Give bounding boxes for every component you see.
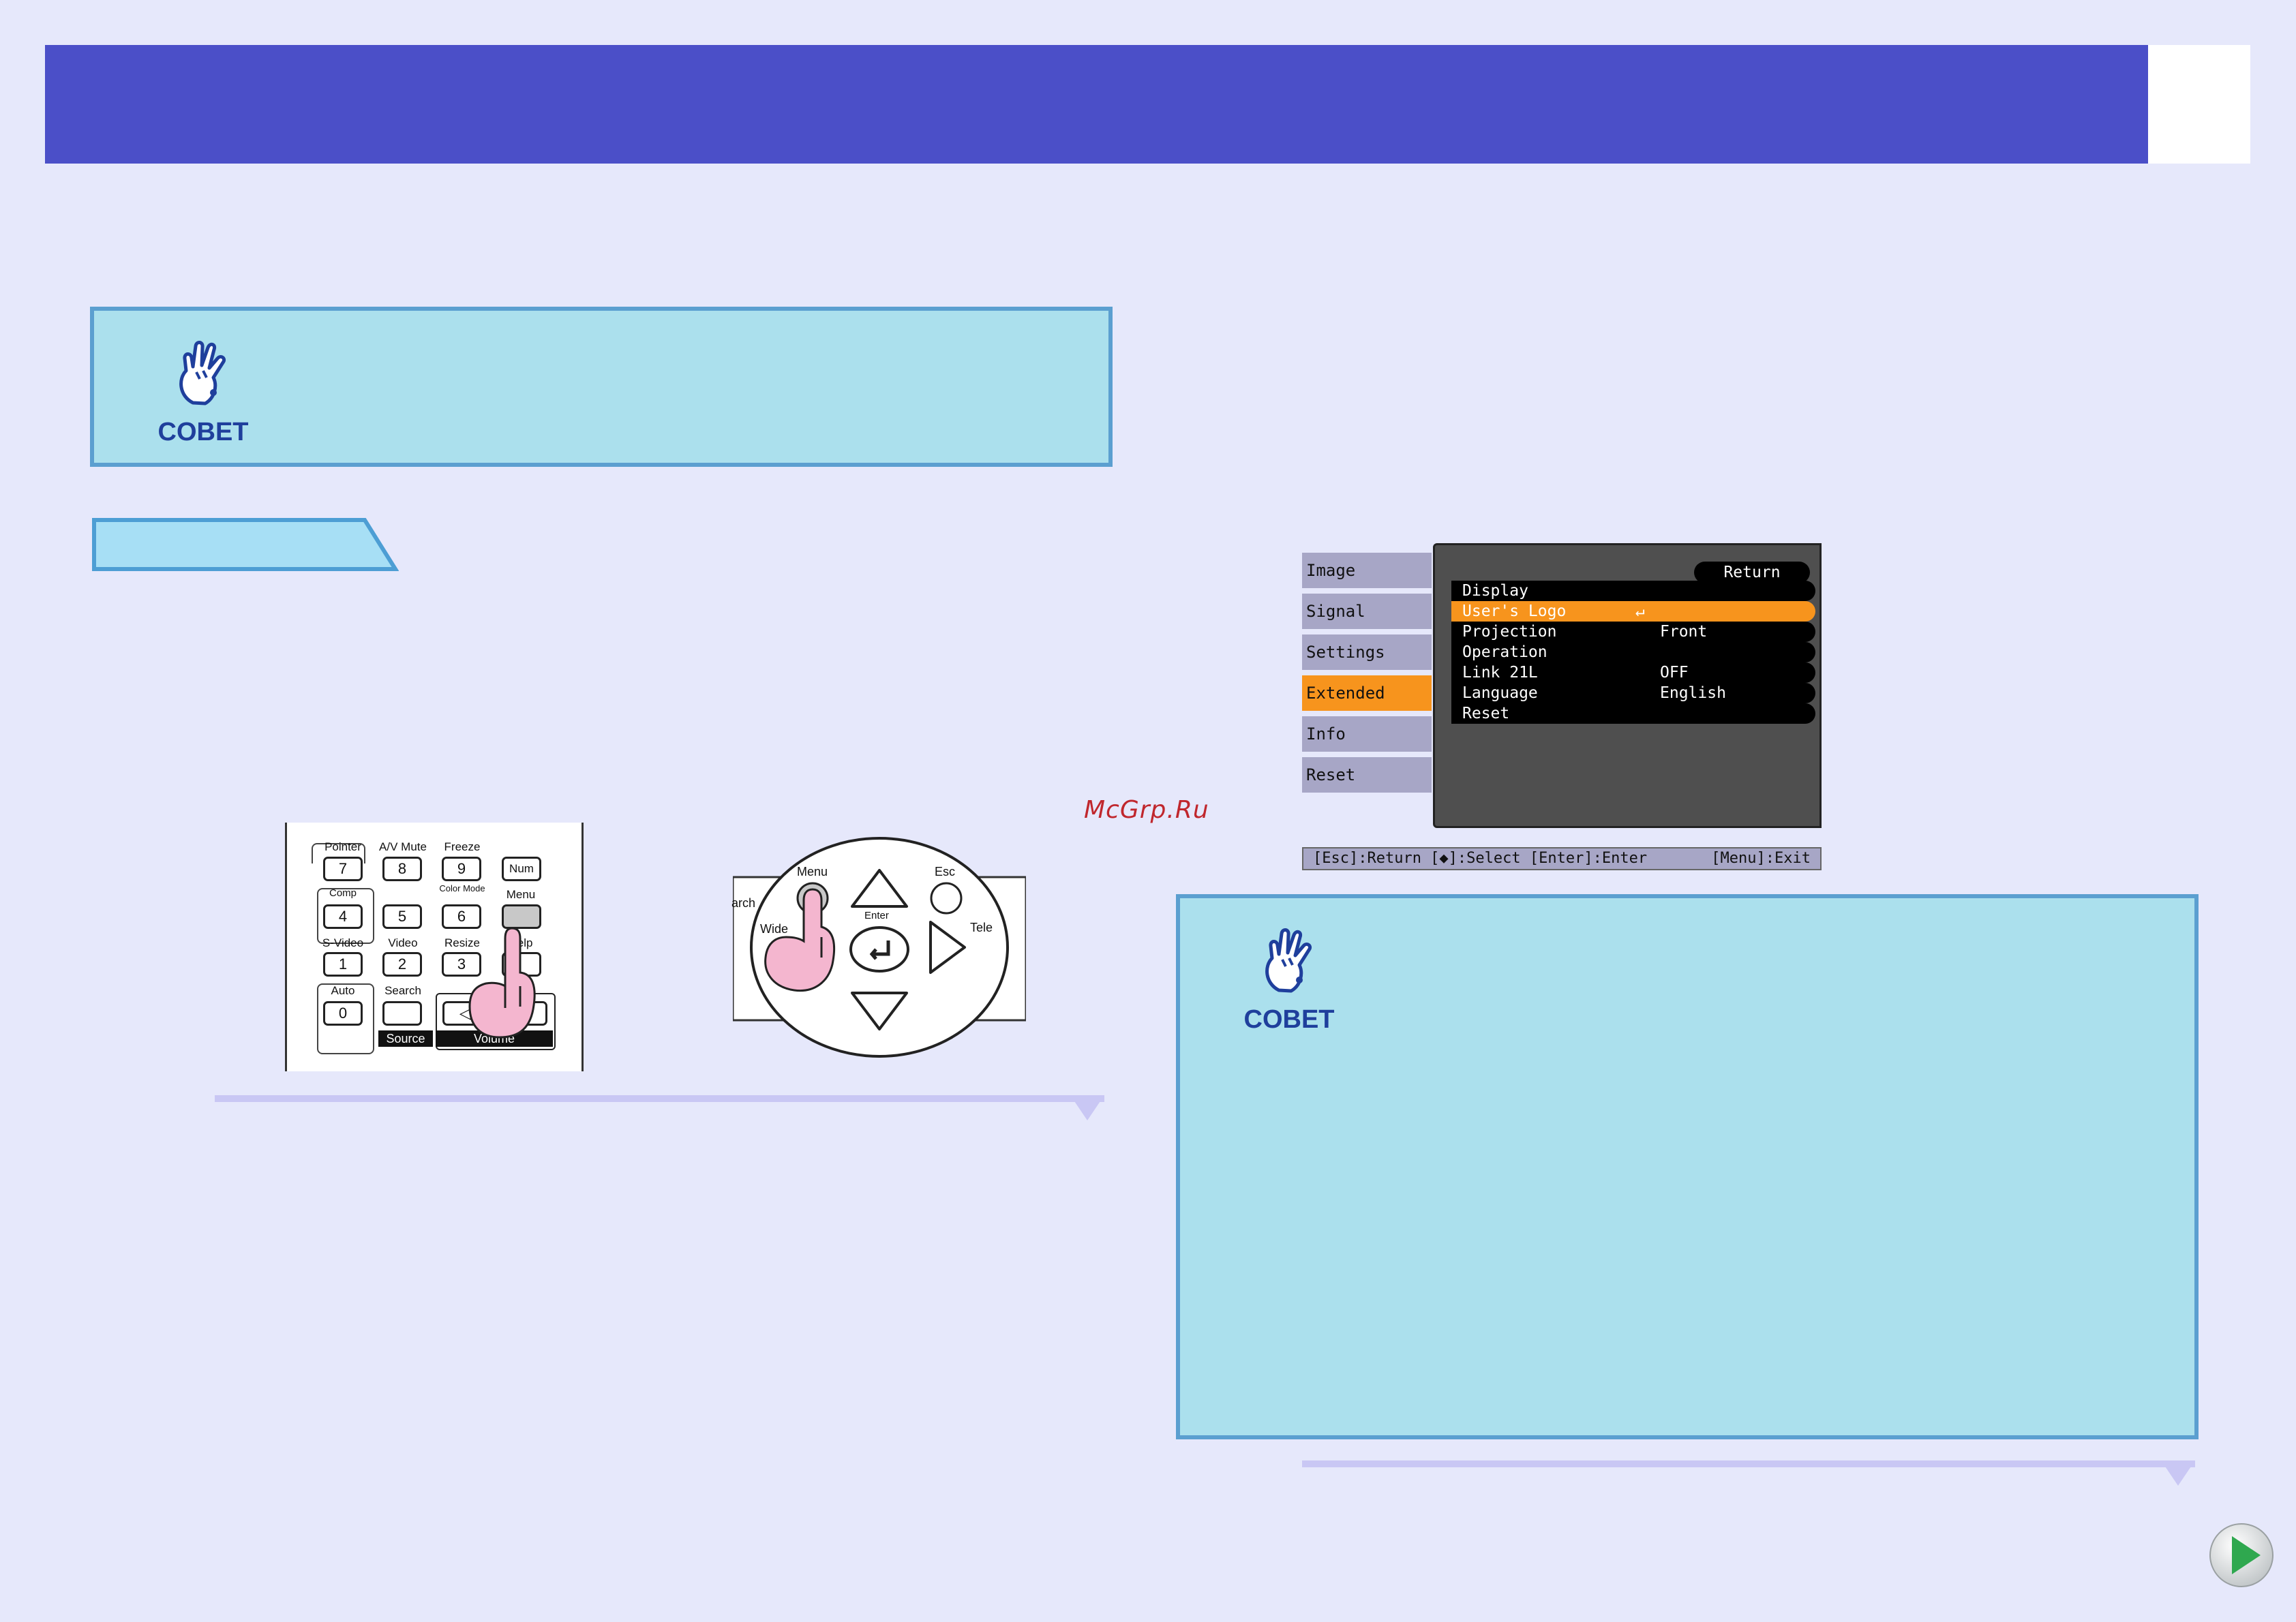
remote-key-num[interactable]: Num [502, 857, 541, 881]
remote-key-5[interactable]: 5 [382, 904, 422, 929]
menu-row-display[interactable]: Display [1451, 581, 1815, 601]
tele-label: Tele [970, 921, 993, 934]
remote-key-0[interactable]: 0 [323, 1001, 363, 1026]
menu-tab-info[interactable]: Info [1302, 716, 1432, 752]
remote-key-1[interactable]: 1 [323, 952, 363, 977]
tip-label: COBET [157, 418, 249, 446]
header-bar [45, 45, 2148, 164]
menu-row-reset[interactable]: Reset [1451, 703, 1815, 724]
row-label: Projection [1462, 623, 1557, 641]
menu-row-users-logo[interactable]: User's Logo ↵ [1451, 601, 1815, 622]
remote-control-illustration: Pointer A/V Mute Freeze 7 8 9 Num Comp C… [285, 823, 584, 1071]
header-page-tab [2148, 45, 2250, 164]
key-label: S-Video [322, 936, 364, 949]
remote-key-4[interactable]: 4 [323, 904, 363, 929]
row-label: Display [1462, 582, 1528, 600]
key-label: Video [388, 936, 418, 949]
control-panel-drawing [733, 837, 1026, 1058]
remote-key-7[interactable]: 7 [323, 857, 363, 881]
remote-key-8[interactable]: 8 [382, 857, 422, 881]
key-label: Pointer [324, 840, 361, 853]
menu-row-projection[interactable]: Projection Front [1451, 622, 1815, 642]
row-label: Reset [1462, 705, 1510, 722]
menu-tab-extended[interactable]: Extended [1302, 675, 1432, 711]
pressing-finger-icon [468, 927, 536, 1039]
enter-label: Enter [864, 910, 889, 921]
menu-row-link[interactable]: Link 21L OFF [1451, 662, 1815, 683]
menu-tab-image[interactable]: Image [1302, 553, 1432, 588]
menu-row-operation[interactable]: Operation [1451, 642, 1815, 662]
footer-hints: [Esc]:Return [◆]:Select [Enter]:Enter [1313, 850, 1648, 867]
section-divider [215, 1095, 1104, 1120]
comp-bracket [317, 888, 374, 944]
key-label: A/V Mute [379, 840, 427, 853]
pointer-bracket [312, 843, 365, 863]
remote-key-2[interactable]: 2 [382, 952, 422, 977]
menu-tab-reset[interactable]: Reset [1302, 757, 1432, 793]
menu-tab-signal[interactable]: Signal [1302, 594, 1432, 629]
footer-exit: [Menu]:Exit [1711, 850, 1811, 867]
key-label: Comp [329, 887, 357, 899]
remote-search-button[interactable] [382, 1001, 422, 1026]
tip-logo: COBET [1228, 919, 1350, 1035]
menu-label: Menu [797, 865, 828, 878]
wide-label: Wide [760, 922, 789, 936]
enter-icon: ↵ [1635, 602, 1645, 620]
key-label: Color Mode [439, 883, 485, 893]
key-label: Auto [331, 984, 355, 997]
pointing-hand-icon [179, 341, 226, 406]
search-label: arch [731, 896, 756, 910]
key-label: Freeze [444, 840, 481, 853]
menu-panel: Return Display User's Logo ↵ Projection Fr… [1433, 543, 1822, 828]
row-label: User's Logo [1462, 602, 1567, 620]
tip-label: COBET [1243, 1005, 1335, 1034]
return-button[interactable]: Return [1694, 562, 1810, 583]
remote-key-3[interactable]: 3 [442, 952, 481, 977]
auto-bracket [317, 983, 374, 1054]
key-label: Menu [506, 888, 536, 901]
menu-footer: [Esc]:Return [◆]:Select [Enter]:Enter [M… [1302, 847, 1822, 870]
tip-logo: COBET [142, 331, 265, 447]
next-page-button[interactable] [2207, 1521, 2276, 1589]
tip-box: COBET [90, 307, 1113, 467]
control-panel-illustration: Menu Esc Enter Wide Tele arch [731, 835, 1026, 1060]
key-label: Search [384, 984, 421, 997]
projector-menu-screenshot: Image Signal Settings Extended Info Rese… [1302, 543, 1822, 870]
procedure-tag [92, 518, 399, 571]
remote-key-9[interactable]: 9 [442, 857, 481, 881]
remote-key-6[interactable]: 6 [442, 904, 481, 929]
row-value: Front [1660, 623, 1708, 641]
row-label: Link 21L [1462, 664, 1538, 682]
esc-label: Esc [935, 865, 956, 878]
tip-box: COBET [1176, 894, 2199, 1439]
key-label: Resize [444, 936, 480, 949]
watermark: McGrp.Ru [1084, 796, 1209, 824]
row-value: OFF [1660, 664, 1689, 682]
row-label: Language [1462, 684, 1538, 702]
section-divider [1302, 1460, 2195, 1486]
next-page-arrow-icon [2232, 1536, 2261, 1574]
remote-menu-button[interactable] [502, 904, 541, 929]
pointing-hand-icon [1265, 928, 1312, 993]
menu-tab-settings[interactable]: Settings [1302, 634, 1432, 670]
row-label: Operation [1462, 643, 1547, 661]
source-label: Source [378, 1030, 433, 1047]
menu-row-language[interactable]: Language English [1451, 683, 1815, 703]
row-value: English [1660, 684, 1726, 702]
